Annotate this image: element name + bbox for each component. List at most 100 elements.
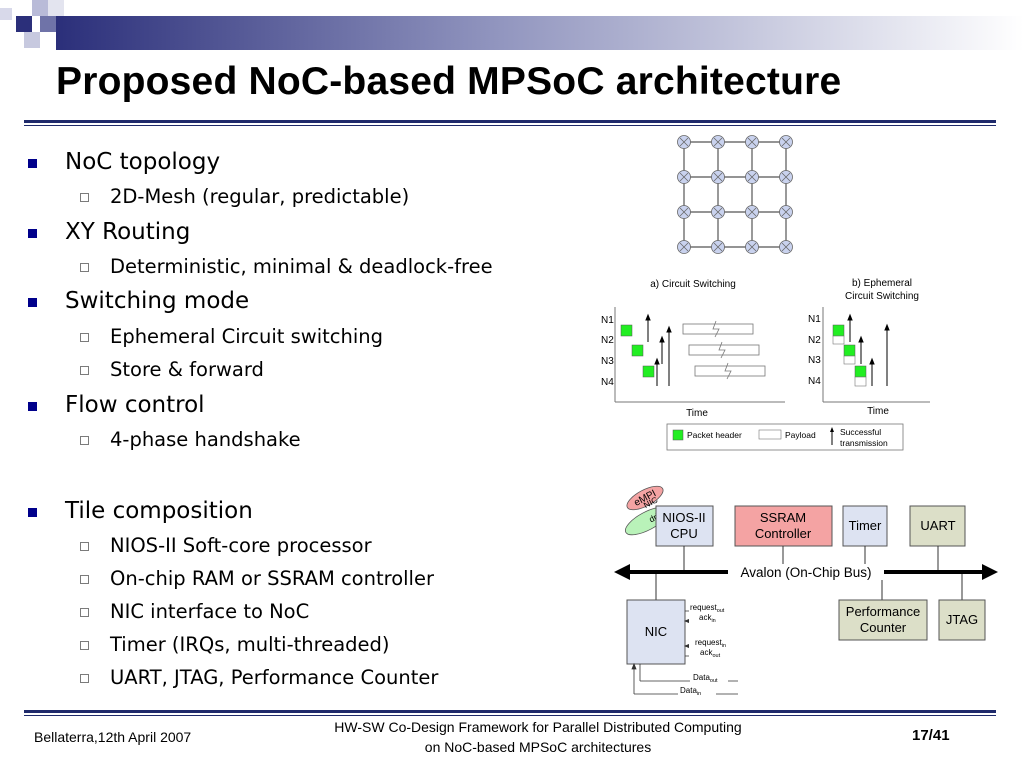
legend-payload: Payload [785, 430, 816, 440]
payload-mark [832, 335, 845, 345]
sub-bullet: NIC interface to NoC [110, 600, 310, 623]
signal-ack-in: ackin [699, 613, 716, 624]
bullet-switching-mode: Switching mode [65, 288, 250, 314]
cpu-label-1: NIOS-II [662, 510, 705, 525]
legend-box [666, 423, 904, 451]
timer-box [842, 505, 888, 547]
packet-header-mark [642, 365, 655, 378]
nic-label: NIC [645, 624, 667, 639]
node-label: N2 [601, 335, 614, 346]
uart-box [909, 505, 966, 547]
mesh-diagram [677, 135, 793, 254]
mesh-router-node [711, 240, 725, 254]
footer-title-1: HW-SW Co-Design Framework for Parallel D… [334, 719, 742, 735]
packet-header-mark [832, 324, 845, 337]
mesh-router-node [677, 240, 691, 254]
payload-mark [843, 355, 856, 365]
mesh-router-node [677, 205, 691, 219]
mesh-router-node [711, 205, 725, 219]
mesh-router-node [779, 240, 793, 254]
mesh-router-node [677, 135, 691, 149]
footer-rule [24, 710, 996, 713]
node-label: N3 [601, 356, 614, 367]
footer-rule-thin [24, 715, 996, 716]
node-label: N4 [601, 377, 614, 388]
mesh-router-node [779, 205, 793, 219]
performance-counter-box [838, 599, 928, 641]
node-label: N2 [808, 335, 821, 346]
sub-bullet: 2D-Mesh (regular, predictable) [110, 185, 410, 208]
jtag-label: JTAG [946, 612, 978, 627]
sub-bullet-icon [80, 542, 89, 551]
signal-request-out: requestout [690, 603, 725, 614]
mesh-router-node [745, 205, 759, 219]
sub-bullet-icon [80, 193, 89, 202]
bullet-square-icon [28, 298, 37, 307]
ephemeral-title-2: Circuit Switching [845, 291, 919, 302]
sub-bullet-icon [80, 263, 89, 272]
payload-mark [854, 376, 867, 387]
legend-packet-header: Packet header [687, 430, 742, 440]
header-decoration [0, 0, 1024, 50]
sub-bullet: Timer (IRQs, multi-threaded) [110, 633, 390, 656]
sub-bullet-icon [80, 436, 89, 445]
mesh-router-node [779, 135, 793, 149]
title-rule-thin [24, 125, 996, 126]
mesh-router-node [745, 240, 759, 254]
timer-label: Timer [849, 518, 882, 533]
bullet-tile-composition: Tile composition [65, 498, 253, 524]
sub-bullet: Store & forward [110, 358, 264, 381]
signal-data-in: Datain [680, 686, 701, 697]
sub-bullet-icon [80, 333, 89, 342]
sub-bullet: Ephemeral Circuit switching [110, 325, 383, 348]
node-label: N3 [808, 355, 821, 366]
sub-bullet-icon [80, 641, 89, 650]
sub-bullet-icon [80, 575, 89, 584]
mesh-router-node [711, 135, 725, 149]
title-rule [24, 120, 996, 123]
node-label: N1 [601, 315, 614, 326]
mesh-router-node [711, 170, 725, 184]
packet-header-mark [631, 344, 644, 357]
time-label: Time [867, 406, 889, 417]
slide-title: Proposed NoC-based MPSoC architecture [56, 60, 842, 103]
bullet-xy-routing: XY Routing [65, 219, 191, 245]
uart-label: UART [920, 518, 955, 533]
mesh-router-node [677, 170, 691, 184]
mesh-router-node [745, 135, 759, 149]
perf-label-2: Counter [860, 620, 907, 635]
sub-bullet: On-chip RAM or SSRAM controller [110, 567, 434, 590]
sub-bullet-icon [80, 608, 89, 617]
sub-bullet: 4-phase handshake [110, 428, 301, 451]
legend-packet-swatch [672, 429, 684, 441]
bullet-noc-topology: NoC topology [65, 149, 221, 175]
switching-diagram: a) Circuit Switching b) Ephemeral Circui… [601, 278, 930, 451]
nic-box [626, 599, 686, 665]
bullet-flow-control: Flow control [65, 392, 205, 418]
footer-title-2: on NoC-based MPSoC architectures [424, 739, 652, 755]
legend-payload-swatch [758, 429, 782, 440]
packet-header-mark [854, 365, 867, 378]
tile-diagram: eMPI NIC driver NIOS-II CPU SSRAM Contro… [614, 485, 998, 697]
ephemeral-title-1: b) Ephemeral [852, 278, 912, 289]
bullet-square-icon [28, 402, 37, 411]
circuit-switching-title: a) Circuit Switching [650, 279, 736, 290]
page-number: 17/41 [912, 727, 950, 744]
jtag-box [938, 599, 986, 641]
signal-request-in: requestin [695, 638, 726, 649]
node-label: N4 [808, 376, 821, 387]
ssram-label-1: SSRAM [760, 510, 806, 525]
perf-label-1: Performance [846, 604, 920, 619]
ssram-label-2: Controller [755, 526, 812, 541]
legend-success-2: transmission [840, 438, 888, 448]
mesh-router-node [745, 170, 759, 184]
sub-bullet: NIOS-II Soft-core processor [110, 534, 372, 557]
bullet-square-icon [28, 159, 37, 168]
bullet-square-icon [28, 229, 37, 238]
node-label: N1 [808, 314, 821, 325]
signal-ack-out: ackout [700, 648, 721, 659]
sub-bullet: UART, JTAG, Performance Counter [110, 666, 439, 689]
packet-header-mark [843, 344, 856, 357]
mesh-router-node [779, 170, 793, 184]
signal-data-out: Dataout [693, 673, 718, 684]
